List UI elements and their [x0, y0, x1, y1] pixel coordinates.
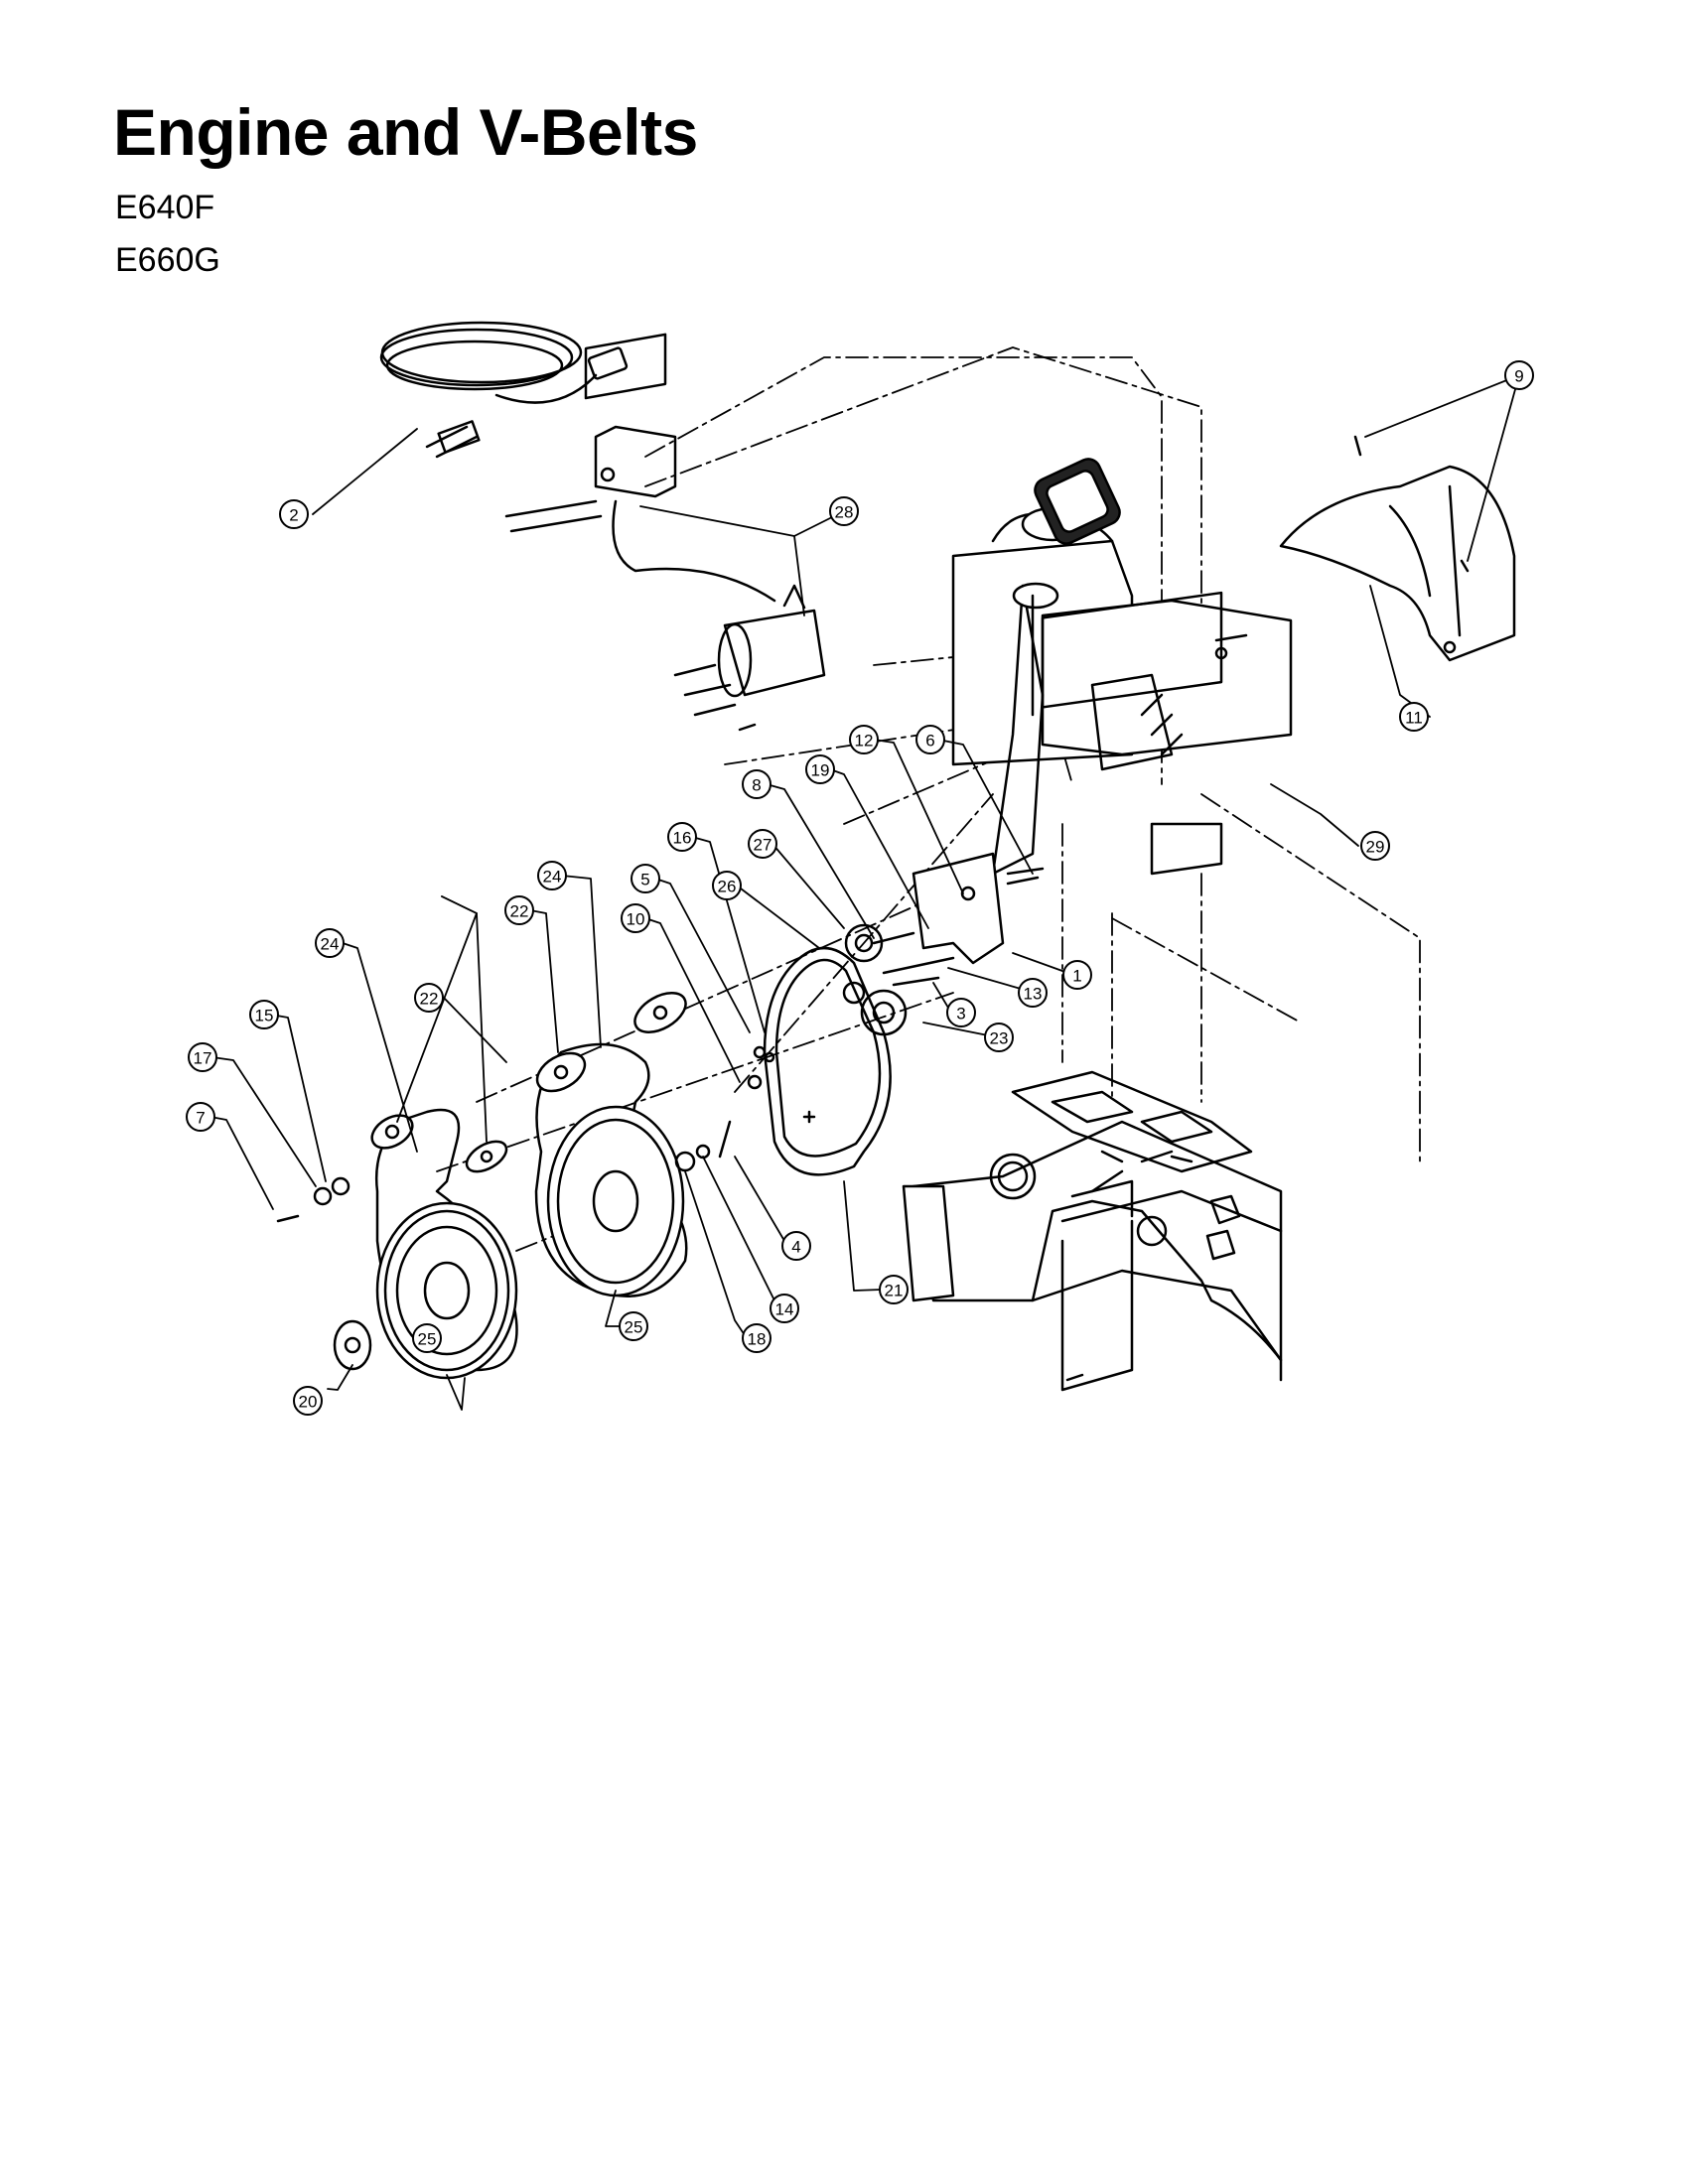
- callout-1: 1: [1062, 960, 1092, 990]
- callout-number: 6: [925, 732, 934, 751]
- callout-number: 25: [625, 1318, 643, 1337]
- callout-24: 24: [537, 861, 567, 890]
- callout-13: 13: [1018, 978, 1048, 1008]
- callout-number: 17: [194, 1049, 212, 1068]
- callout-number: 5: [640, 871, 649, 889]
- callout-26: 26: [712, 871, 742, 900]
- callout-19: 19: [805, 754, 835, 784]
- callout-number: 7: [196, 1109, 205, 1128]
- callout-2: 2: [279, 499, 309, 529]
- callout-3: 3: [946, 998, 976, 1027]
- callout-number: 16: [673, 829, 692, 848]
- callout-11: 11: [1399, 702, 1429, 732]
- callout-number: 22: [510, 902, 529, 921]
- callout-number: 24: [543, 868, 562, 887]
- pulley-assembly-right: [534, 992, 775, 1297]
- callout-15: 15: [249, 1000, 279, 1029]
- callout-7: 7: [186, 1102, 215, 1132]
- callout-25: 25: [619, 1311, 648, 1341]
- callout-number: 29: [1366, 838, 1385, 857]
- frame-housing: [902, 1070, 1283, 1392]
- callout-number: 10: [627, 910, 645, 929]
- callout-number: 20: [299, 1393, 318, 1412]
- callout-number: 23: [990, 1029, 1009, 1048]
- callout-number: 24: [321, 935, 340, 954]
- callout-29: 29: [1360, 831, 1390, 861]
- callout-number: 14: [775, 1300, 794, 1319]
- model-number: E640F: [115, 189, 215, 226]
- callout-number: 11: [1405, 709, 1423, 728]
- callout-17: 17: [188, 1042, 217, 1072]
- power-cord: [379, 321, 629, 459]
- callout-24: 24: [315, 928, 345, 958]
- callout-14: 14: [770, 1294, 799, 1323]
- callout-6: 6: [915, 725, 945, 754]
- callout-number: 19: [811, 761, 830, 780]
- callout-number: 2: [289, 506, 298, 525]
- callout-number: 26: [718, 878, 737, 896]
- callout-number: 27: [754, 836, 772, 855]
- callout-10: 10: [621, 903, 650, 933]
- callout-number: 18: [748, 1330, 767, 1349]
- callout-21: 21: [879, 1275, 909, 1304]
- callout-22: 22: [504, 895, 534, 925]
- callout-number: 4: [791, 1238, 800, 1257]
- callout-number: 9: [1514, 367, 1523, 386]
- callout-27: 27: [748, 829, 777, 859]
- callout-28: 28: [829, 496, 859, 526]
- callout-9: 9: [1504, 360, 1534, 390]
- callout-12: 12: [849, 725, 879, 754]
- belt-cover: [1279, 435, 1516, 662]
- callout-22: 22: [414, 983, 444, 1013]
- callout-number: 21: [885, 1282, 904, 1300]
- electric-starter: [504, 333, 826, 732]
- callout-4: 4: [781, 1231, 811, 1261]
- page-title: Engine and V-Belts: [113, 95, 698, 169]
- callout-23: 23: [984, 1023, 1014, 1052]
- callout-number: 8: [752, 776, 761, 795]
- callout-number: 25: [418, 1330, 437, 1349]
- idler-bracket: [842, 852, 1045, 1036]
- callout-25: 25: [412, 1323, 442, 1353]
- callout-5: 5: [631, 864, 660, 893]
- callout-20: 20: [293, 1386, 323, 1416]
- callout-number: 1: [1072, 967, 1081, 986]
- pulley-assembly-left: [276, 1108, 518, 1380]
- callout-18: 18: [742, 1323, 772, 1353]
- callout-number: 28: [835, 503, 854, 522]
- model-number: E660G: [115, 241, 220, 279]
- v-belt-small: [763, 946, 892, 1176]
- callout-number: 15: [255, 1007, 274, 1025]
- callout-number: 13: [1024, 985, 1043, 1004]
- callout-number: 3: [956, 1005, 965, 1024]
- engine: [951, 458, 1293, 876]
- callout-8: 8: [742, 769, 772, 799]
- assembly-lines: [436, 346, 1421, 1252]
- callout-number: 22: [420, 990, 439, 1009]
- callout-number: 12: [855, 732, 874, 751]
- callout-16: 16: [667, 822, 697, 852]
